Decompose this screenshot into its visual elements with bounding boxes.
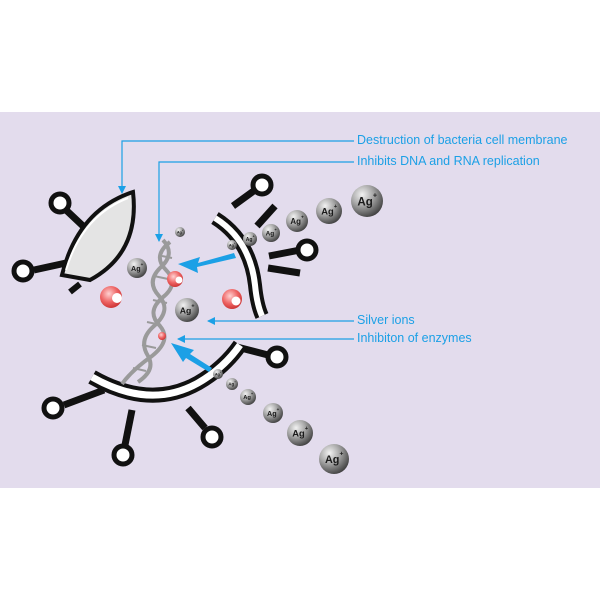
silver-ion-charge: + — [182, 229, 184, 232]
cell-membrane-shape — [11, 189, 136, 295]
red-ion — [222, 289, 242, 309]
silver-ion-symbol: Ag — [215, 372, 220, 376]
silver-ion: Ag+ — [127, 258, 147, 278]
silver-ion-charge: + — [253, 234, 255, 238]
silver-ion-symbol: Ag — [229, 243, 234, 247]
action-arrows — [171, 253, 236, 372]
silver-ion: Ag+ — [319, 444, 349, 474]
silver-ion-symbol: Ag — [180, 305, 192, 315]
silver-ion: Ag+ — [286, 210, 308, 232]
silver-ion-charge: + — [220, 371, 222, 374]
silver-ion-charge: + — [234, 381, 236, 384]
enzyme-receptor-bottom — [41, 340, 289, 467]
label-silver-ions: Silver ions — [357, 313, 415, 327]
silver-ion-charge: + — [340, 451, 344, 458]
silver-ion: Ag+ — [351, 185, 383, 217]
silver-ion: Ag+ — [226, 378, 238, 390]
silver-ion-symbol: Ag — [292, 429, 305, 439]
label-membrane-destruction: Destruction of bacteria cell membrane — [357, 133, 568, 147]
annotation-lines — [118, 140, 354, 343]
silver-ion-symbol: Ag — [228, 382, 234, 387]
silver-ion-symbol: Ag — [357, 196, 372, 208]
silver-ion: Ag+ — [243, 232, 257, 246]
label-enzyme-inhibition: Inhibiton of enzymes — [357, 331, 472, 345]
silver-ion-symbol: Ag — [321, 207, 334, 217]
silver-ion: Ag+ — [263, 403, 283, 423]
silver-ion-symbol: Ag — [325, 454, 339, 466]
silver-ion: Ag+ — [227, 240, 237, 250]
silver-ion-charge: + — [334, 204, 338, 210]
silver-ion-symbol: Ag — [290, 217, 301, 226]
arrow-to-enzyme-icon — [171, 343, 212, 372]
silver-ion: Ag+ — [175, 227, 185, 237]
arrow-to-dna-icon — [178, 253, 236, 273]
silver-ion-charge: + — [191, 303, 194, 309]
silver-ion-charge: + — [251, 392, 253, 396]
silver-ion-charge: + — [274, 227, 277, 232]
label-dna-replication: Inhibits DNA and RNA replication — [357, 154, 540, 168]
red-ion — [100, 286, 122, 308]
silver-ion: Ag+ — [213, 369, 223, 379]
red-ion — [158, 332, 166, 340]
silver-ion: Ag+ — [316, 198, 342, 224]
silver-ion-charge: + — [301, 216, 304, 221]
enzyme-receptor-right — [211, 173, 319, 319]
silver-ion-symbol: Ag — [246, 237, 253, 243]
silver-ion: Ag+ — [287, 420, 313, 446]
silver-ion-symbol: Ag — [177, 230, 182, 234]
silver-ion-charge: + — [234, 242, 236, 245]
silver-ion-charge: + — [277, 407, 280, 412]
silver-ion-charge: + — [305, 426, 309, 432]
red-ion — [167, 271, 183, 287]
silver-ion-charge: + — [141, 262, 144, 267]
silver-ion-charge: + — [373, 190, 377, 199]
silver-ion: Ag+ — [240, 389, 256, 405]
dna-pointer-line — [155, 161, 354, 242]
silver-ion-symbol: Ag — [266, 231, 275, 238]
membrane-pointer-line — [118, 140, 354, 194]
silver-ion-symbol: Ag — [267, 409, 277, 418]
silver-ion: Ag+ — [262, 224, 280, 242]
silver-ion-symbol: Ag — [131, 264, 141, 273]
silver-ion-symbol: Ag — [243, 395, 251, 401]
dna-helix-icon — [120, 238, 174, 386]
silver-ion: Ag+ — [175, 298, 199, 322]
